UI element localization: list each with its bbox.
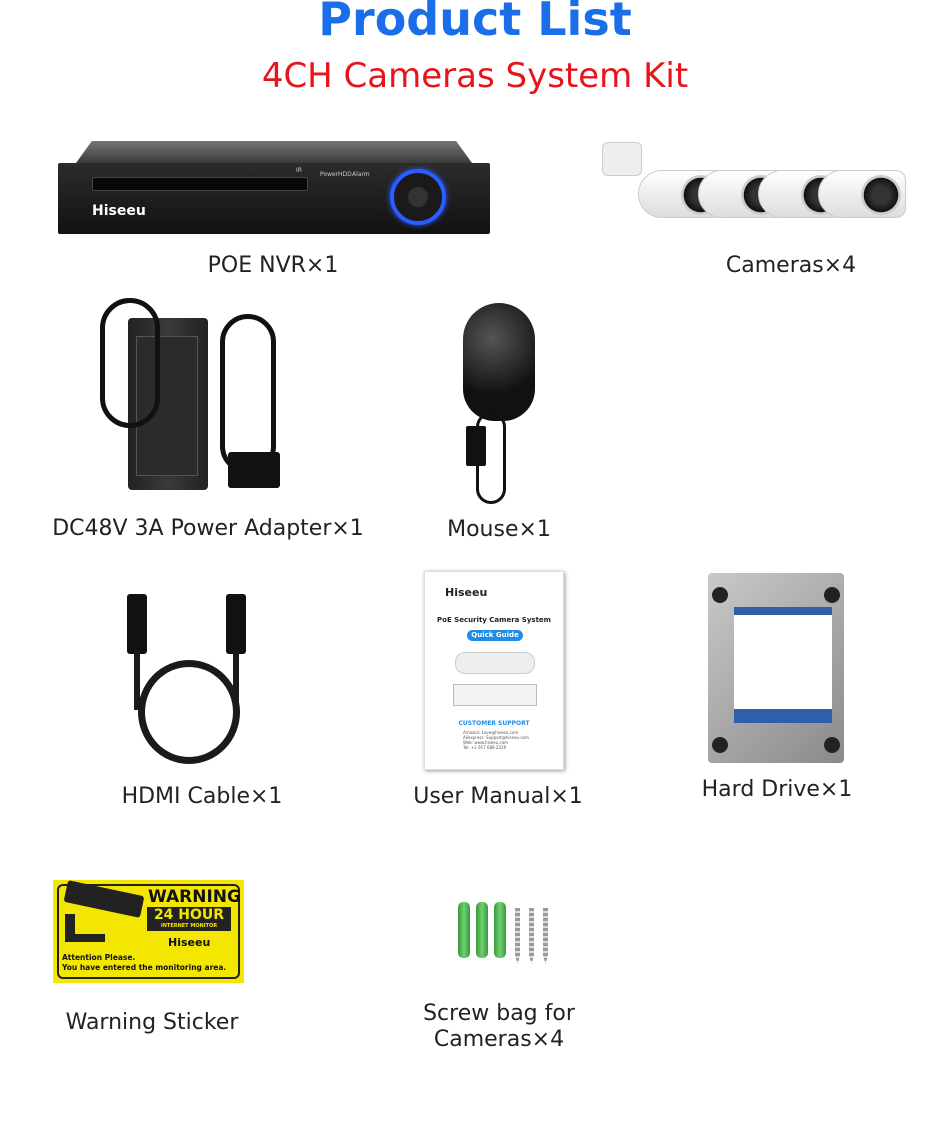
user-manual-image: Hiseeu PoE Security Camera System Quick …	[424, 571, 564, 770]
nvr-alarm-label: Alarm	[352, 171, 370, 178]
manual-logo: Hiseeu	[445, 586, 488, 599]
camera-icon	[818, 170, 906, 218]
manual-title: PoE Security Camera System	[437, 616, 551, 624]
usb-plug	[466, 426, 486, 466]
item-label-screws: Screw bag for Cameras×4	[423, 1001, 575, 1053]
sticker-monitor: INTERNET MONITOR	[160, 923, 218, 929]
manual-support-line: Tel: +1 917 688 2229	[463, 745, 507, 750]
item-label-nvr: POE NVR×1	[207, 253, 339, 278]
wall-anchor-icon	[476, 902, 488, 958]
page-subtitle: 4CH Cameras System Kit	[261, 56, 689, 96]
hdmi-plug-right	[226, 594, 246, 654]
screws-label-line1: Screw bag for	[423, 1001, 575, 1026]
screw-icon	[515, 908, 520, 964]
manual-badge: Quick Guide	[467, 630, 523, 641]
item-label-adapter: DC48V 3A Power Adapter×1	[52, 516, 364, 541]
wall-anchor-icon	[494, 902, 506, 958]
screw-icon	[529, 908, 534, 964]
nvr-dial-icon	[390, 169, 446, 225]
nvr-power-label: Power	[320, 171, 339, 178]
nvr-hdd-label: HDD	[338, 171, 352, 178]
screws-label-line2: Cameras×4	[433, 1027, 565, 1052]
nvr-image: Hiseeu IR Power HDD Alarm	[58, 141, 490, 234]
nvr-front: Hiseeu IR Power HDD Alarm	[58, 163, 490, 234]
nvr-slot	[92, 177, 308, 191]
adapter-cord	[220, 314, 276, 474]
sticker-logo: Hiseeu	[168, 936, 211, 949]
item-label-mouse: Mouse×1	[447, 517, 551, 542]
manual-support-heading: CUSTOMER SUPPORT	[458, 720, 530, 727]
manual-support-line: Amazon: Love@hiseeu.com	[463, 730, 519, 735]
sticker-hours-text: 24 HOUR	[153, 907, 225, 923]
adapter-cable	[100, 298, 160, 428]
manual-support-line: Web: www.hiseeu.com	[463, 740, 509, 745]
item-label-sticker: Warning Sticker	[65, 1010, 239, 1035]
sticker-attention: Attention Please.	[62, 953, 136, 962]
hdmi-cable-loop	[138, 660, 240, 764]
nvr-logo: Hiseeu	[92, 203, 146, 219]
power-plug	[228, 452, 280, 488]
item-label-manual: User Manual×1	[413, 784, 583, 809]
item-label-hard-drive: Hard Drive×1	[701, 777, 853, 802]
power-adapter-image	[128, 318, 208, 490]
screw-icon	[543, 908, 548, 964]
hard-drive-image	[708, 573, 844, 763]
cameras-image	[598, 132, 932, 232]
wall-anchor-icon	[458, 902, 470, 958]
nvr-top	[76, 141, 472, 163]
item-label-hdmi: HDMI Cable×1	[121, 784, 283, 809]
item-label-cameras: Cameras×4	[725, 253, 857, 278]
sticker-warning: WARNING	[148, 887, 241, 907]
sticker-notice: You have entered the monitoring area.	[62, 963, 227, 972]
manual-support-line: Aliexpress: Support@hiseeu.com	[463, 735, 529, 740]
nvr-ir-label: IR	[296, 167, 302, 174]
page-title: Product List	[318, 0, 632, 46]
hdmi-plug-left	[127, 594, 147, 654]
screw-bag-image	[456, 900, 552, 964]
mouse-image	[463, 303, 535, 421]
